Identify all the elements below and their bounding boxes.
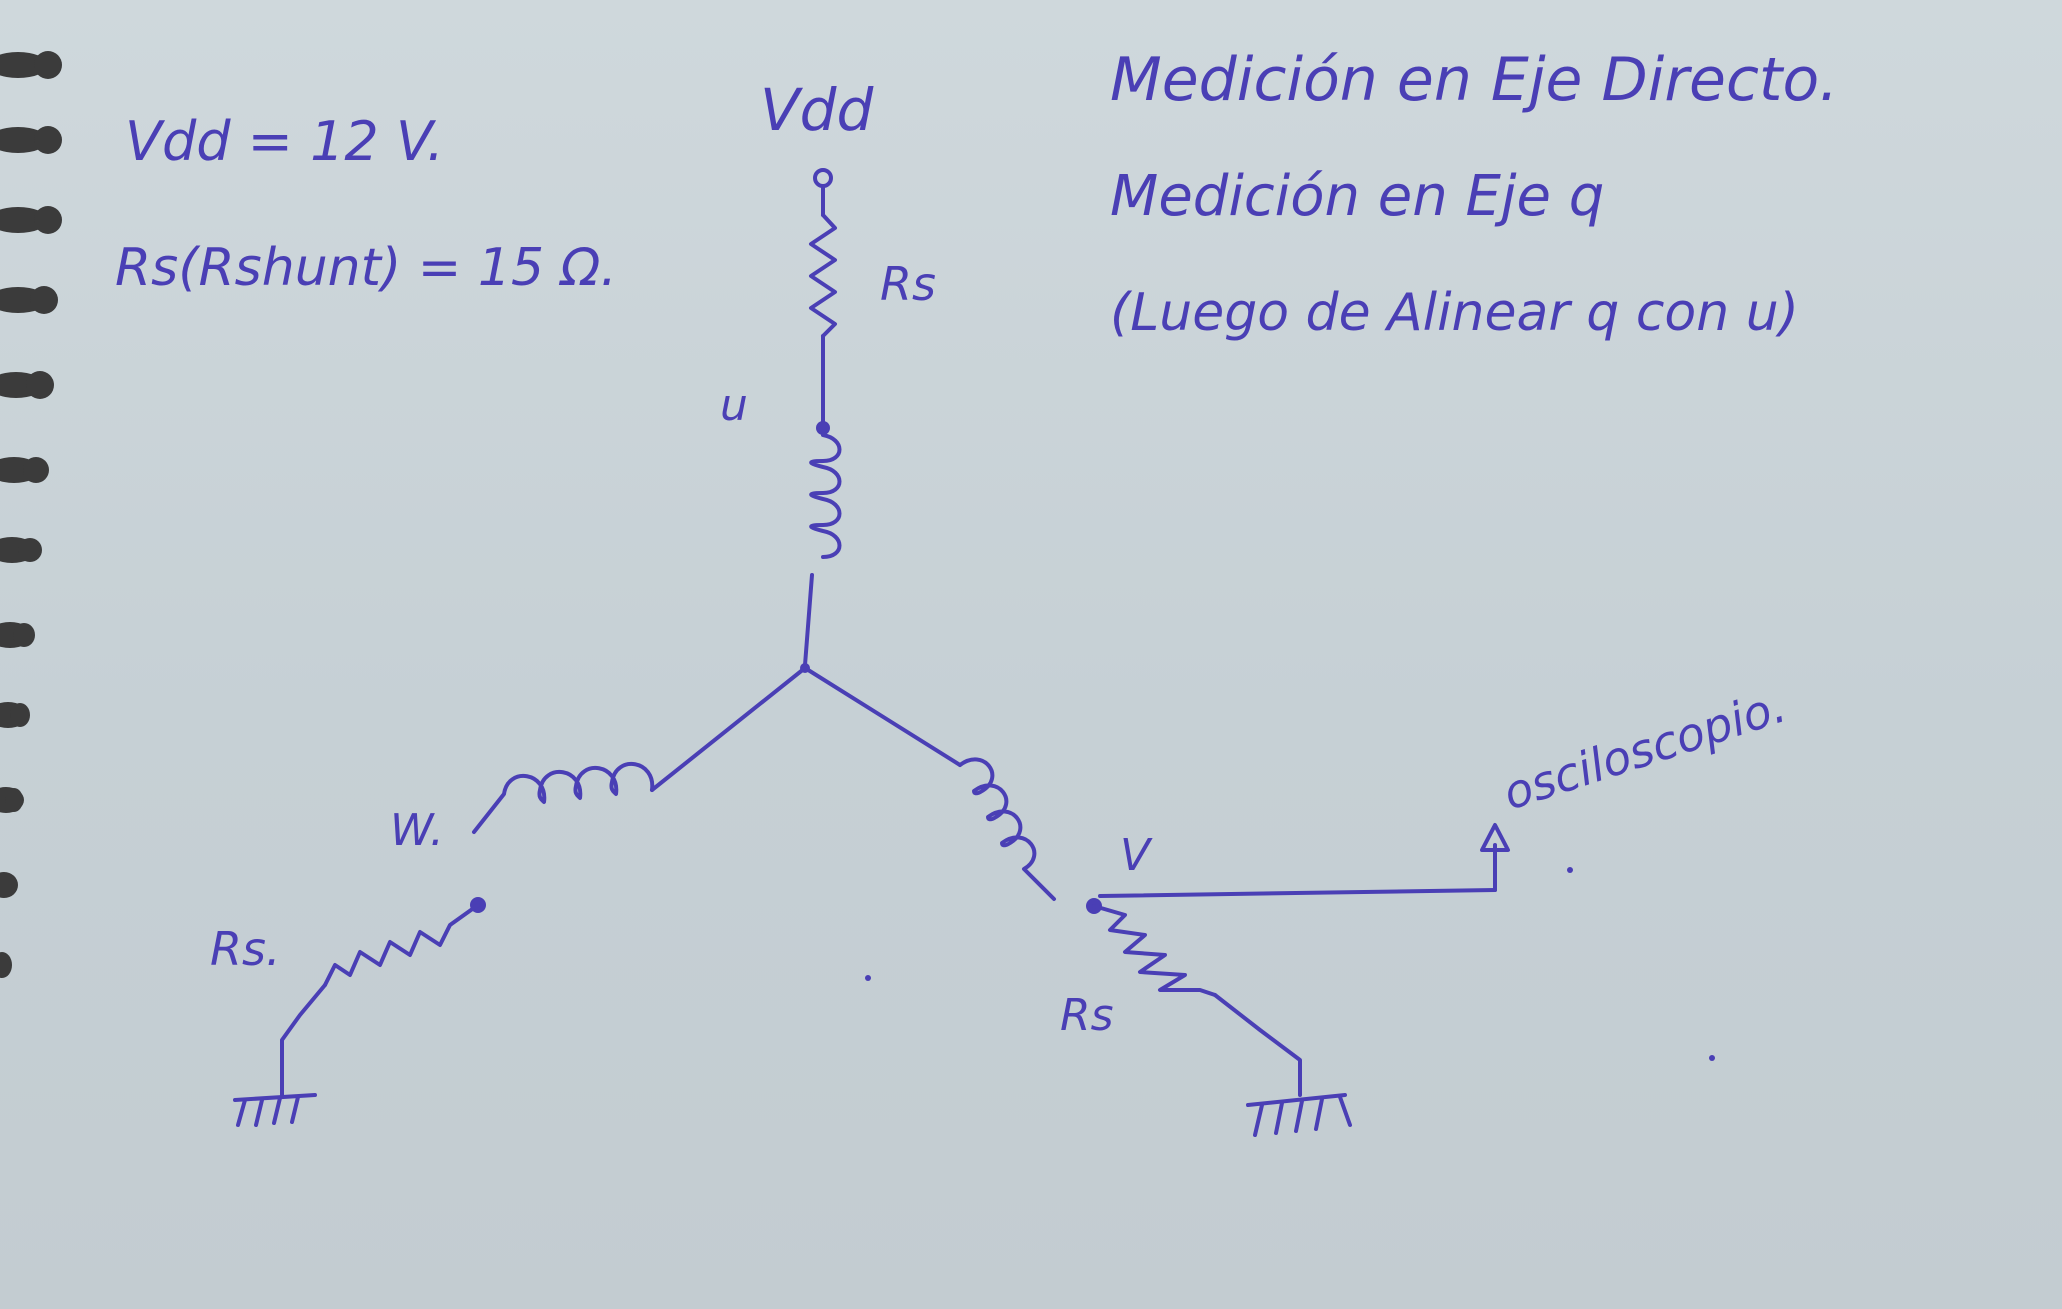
vdd-label: Vdd <box>760 76 874 144</box>
v-phase-inductor <box>958 757 1056 901</box>
spiral-ring <box>0 286 58 314</box>
u-label: u <box>720 380 748 431</box>
rs-right-label: Rs <box>1060 990 1114 1041</box>
rs-top-resistor <box>809 213 837 338</box>
rs-top-label: Rs <box>880 257 936 311</box>
spiral-ring <box>0 702 30 728</box>
scope-probe-icon <box>1480 823 1510 852</box>
note-align: (Luego de Alinear q con u) <box>1110 283 1799 343</box>
wire-rs-right-ground <box>1213 993 1302 1097</box>
note-direct-axis: Medición en Eje Directo. <box>1110 45 1838 115</box>
wire-star-v <box>803 666 962 767</box>
w-label: W. <box>390 805 444 856</box>
spiral-ring <box>0 787 24 813</box>
spiral-ring <box>0 126 62 154</box>
paper-dot <box>1567 867 1573 873</box>
spiral-ring <box>0 622 35 648</box>
spiral-ring <box>0 51 62 79</box>
spiral-ring <box>0 952 12 978</box>
u-phase-inductor <box>809 433 842 559</box>
vdd-value-note: Vdd = 12 V. <box>125 110 444 173</box>
spiral-ring <box>0 537 42 563</box>
w-phase-inductor <box>472 762 655 834</box>
wire-rs-left-ground <box>280 983 327 1097</box>
wire-u-star <box>803 573 814 667</box>
ground-right-icon <box>1246 1093 1352 1137</box>
rs-left-label: Rs. <box>210 922 281 976</box>
paper-dot <box>1709 1055 1715 1061</box>
rs-right-resistor <box>1092 904 1217 997</box>
wire-star-w <box>650 666 807 792</box>
u-node <box>816 421 830 435</box>
ground-left-icon <box>233 1093 317 1127</box>
spiral-ring <box>0 206 62 234</box>
rs-left-resistor <box>323 903 480 987</box>
v-label: V <box>1120 830 1153 881</box>
note-q-axis: Medición en Eje q <box>1110 164 1604 229</box>
paper-dot <box>865 975 871 981</box>
spiral-binding <box>0 51 62 978</box>
spiral-ring <box>0 371 54 399</box>
scope-label: osciloscopio. <box>1497 678 1793 820</box>
wire-v-scope <box>1098 888 1497 898</box>
spiral-ring <box>0 457 49 483</box>
vdd-terminal <box>813 168 833 188</box>
rs-value-note: Rs(Rshunt) = 15 Ω. <box>115 238 617 298</box>
spiral-ring <box>0 872 18 898</box>
